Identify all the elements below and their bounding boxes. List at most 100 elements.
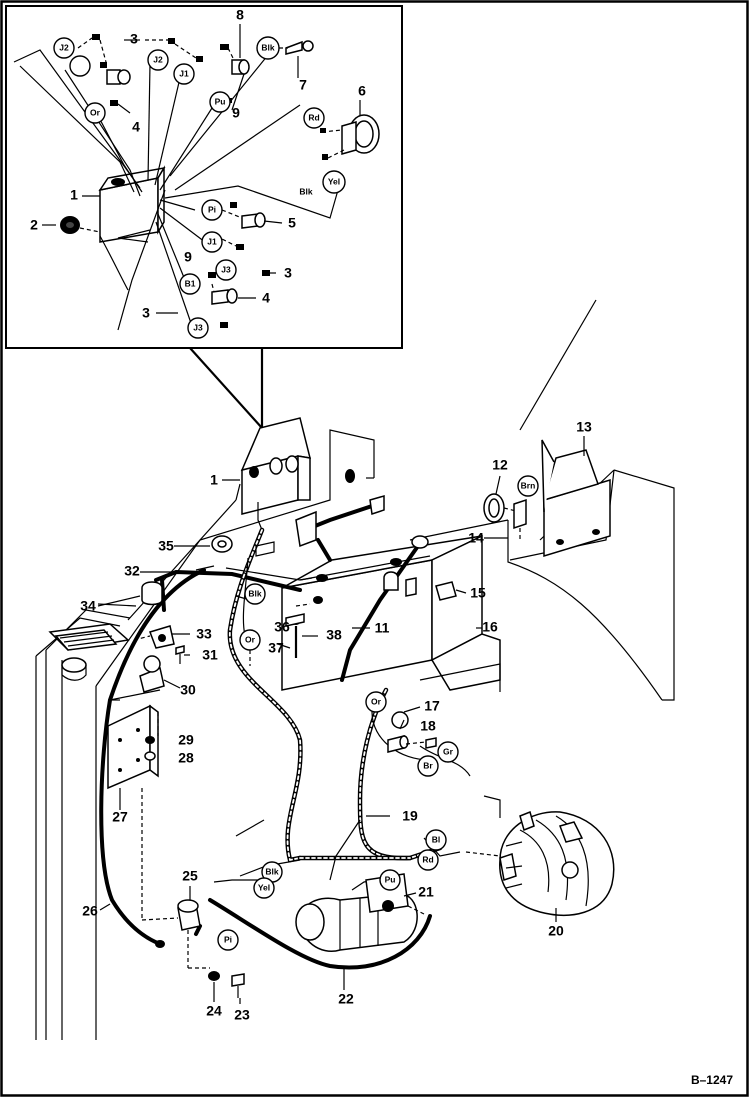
label-9b: 9 [184, 249, 192, 265]
tag-Gr: Gr [443, 746, 454, 756]
label-18: 18 [420, 718, 436, 734]
main-tag-Gr: Gr [437, 741, 459, 763]
tag-Blk: Blk [261, 42, 275, 52]
label-16: 16 [482, 619, 498, 635]
engine-frame [95, 299, 675, 837]
label-2: 2 [30, 217, 38, 233]
inset-tag-J1b: J1 [201, 231, 223, 253]
tag-Rd: Rd [422, 854, 433, 864]
label-37: 37 [268, 640, 284, 656]
label-13: 13 [576, 419, 592, 435]
label-34: 34 [80, 598, 96, 614]
tag-Pi: Pi [224, 934, 232, 944]
main-tag-Rd: Rd [417, 849, 439, 871]
tag-Br: Br [423, 760, 433, 770]
label-12: 12 [492, 457, 508, 473]
label-25: 25 [182, 868, 198, 884]
inset-tag-Or: Or [84, 102, 106, 124]
tag-Yel: Yel [258, 882, 270, 892]
main-tag-Pi: Pi [217, 929, 239, 951]
radiator-frame [35, 609, 131, 1040]
tag-Pi: Pi [208, 204, 216, 214]
tag-Or: Or [90, 107, 101, 117]
inset-tag-Blk: Blk [256, 36, 280, 60]
label-22: 22 [338, 991, 354, 1007]
connector-17-18 [387, 711, 437, 753]
label-19: 19 [402, 808, 418, 824]
tag-J1: J1 [207, 236, 217, 246]
label-28: 28 [178, 750, 194, 766]
battery-tray-16 [419, 581, 501, 692]
tag-Blk: Blk [248, 588, 262, 598]
label-6: 6 [358, 83, 366, 99]
inset-tag-blank [69, 55, 91, 77]
panel-bracket-1 [240, 417, 312, 531]
tag-J3: J3 [221, 264, 231, 274]
alternator-20 [499, 810, 615, 916]
label-35: 35 [158, 538, 174, 554]
label-31: 31 [202, 647, 218, 663]
label-blk-plain: Blk [299, 186, 313, 196]
inset-knob-2 [60, 216, 101, 234]
tag-Bl: Bl [432, 834, 441, 844]
label-21: 21 [418, 884, 434, 900]
tag-J2: J2 [153, 54, 163, 64]
label-11: 11 [375, 620, 390, 636]
label-3b: 3 [284, 265, 292, 281]
label-4b: 4 [262, 290, 270, 306]
inset-tag-J2b: J2 [147, 49, 169, 71]
label-14: 14 [468, 530, 484, 546]
inset-tag-Pi: Pi [201, 199, 223, 221]
inset-leaders [42, 24, 361, 314]
label-17: 17 [424, 698, 440, 714]
inset-tag-J3a: J3 [215, 259, 237, 281]
label-38: 38 [326, 627, 342, 643]
tag-Blk: Blk [265, 866, 279, 876]
tag-B1: B1 [185, 278, 196, 288]
label-23: 23 [234, 1007, 250, 1023]
tag-Brn: Brn [521, 480, 536, 490]
battery-11 [281, 534, 483, 691]
tag-J1: J1 [179, 68, 189, 78]
label-15: 15 [470, 585, 486, 601]
label-30: 30 [180, 682, 196, 698]
tag-Pu: Pu [385, 874, 396, 884]
inset-tag-Rd: Rd [303, 107, 325, 129]
tag-J3: J3 [193, 322, 203, 332]
inset-tag-J1a: J1 [173, 63, 195, 85]
tag-Rd: Rd [308, 112, 319, 122]
main-tag-Wh: Or [239, 629, 261, 651]
tag-Pu: Pu [215, 96, 226, 106]
inset-tag-J3b: J3 [187, 317, 209, 339]
label-36: 36 [274, 619, 290, 635]
label-5: 5 [288, 215, 296, 231]
clamp-30 [139, 655, 165, 693]
label-3c: 3 [142, 305, 150, 321]
main-tag-Bl: Bl [425, 829, 447, 851]
label-4: 4 [132, 119, 140, 135]
figure-id: B–1247 [691, 1073, 733, 1087]
label-1: 1 [70, 187, 78, 203]
label-32: 32 [124, 563, 140, 579]
bracket-13 [541, 439, 611, 558]
solenoid-25 [141, 788, 210, 969]
main-leaders [97, 436, 585, 1004]
tag-J2: J2 [59, 42, 69, 52]
label-26: 26 [82, 903, 98, 919]
inset-tag-Pu: Pu [209, 91, 231, 113]
main-tag-Blk: Blk [244, 583, 266, 605]
inset-gauge-6 [321, 114, 380, 159]
inset-tag-Yel: Yel [322, 170, 346, 194]
label-1-main: 1 [210, 472, 218, 488]
harness-19 [227, 527, 443, 863]
main-tag-Pu: Pu [379, 869, 401, 891]
label-8: 8 [236, 7, 244, 23]
inset-wires [13, 49, 339, 331]
tag-Yel: Yel [328, 176, 340, 186]
inset-detail: J2 Or J2 J1 Pu Blk Rd Yel Blk Pi J1 J3 B… [5, 5, 403, 429]
label-29: 29 [178, 732, 194, 748]
label-9: 9 [232, 105, 240, 121]
